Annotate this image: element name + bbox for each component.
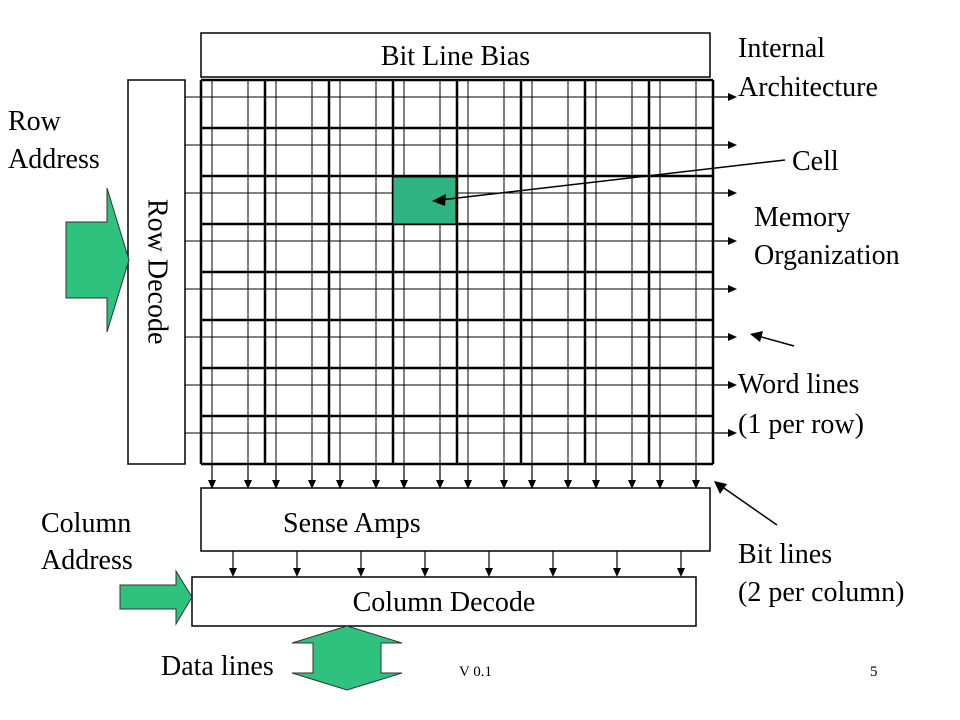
bit-line-arrowhead (528, 480, 536, 489)
column-decode-box (191, 576, 697, 627)
bit-line-arrowhead (208, 480, 216, 489)
sense-amp-arrowhead (677, 568, 685, 577)
word-lines-pointer (750, 331, 795, 347)
column-address-label-line2: Address (41, 545, 133, 576)
bit-line-arrows (208, 464, 700, 489)
word-lines-label-line2: (1 per row) (738, 409, 864, 440)
sense-amp-arrowhead (293, 568, 301, 577)
bit-line-arrowhead (592, 480, 600, 489)
sense-amp-arrowhead (229, 568, 237, 577)
column-decode-text: Column Decode (352, 587, 536, 618)
bit-line-arrowhead (272, 480, 280, 489)
sense-amp-arrowhead (485, 568, 493, 577)
bit-line-arrowhead (628, 480, 636, 489)
word-line-arrowhead (728, 285, 737, 293)
column-address-arrow (119, 569, 193, 626)
bit-line-arrowhead (372, 480, 380, 489)
memory-organization-label-line2: Organization (754, 240, 900, 271)
internal-architecture-label-line2: Architecture (738, 72, 878, 103)
bit-line-arrowhead (336, 480, 344, 489)
word-line-arrowhead (728, 237, 737, 245)
sense-amp-arrowhead (421, 568, 429, 577)
word-line-arrows (713, 93, 737, 437)
row-address-arrow (65, 187, 130, 333)
sense-amp-arrowhead (613, 568, 621, 577)
word-line-arrowhead (728, 189, 737, 197)
highlighted-cell (392, 176, 457, 225)
bit-line-arrowhead (436, 480, 444, 489)
bit-line-arrowhead (564, 480, 572, 489)
column-address-label-line1: Column (41, 508, 132, 539)
bit-line-bias-box (200, 32, 711, 78)
word-lines-label-line1: Word lines (738, 369, 860, 400)
bit-lines-label-line2: (2 per column) (738, 577, 905, 608)
bit-line-bias-text: Bit Line Bias (380, 41, 531, 72)
row-address-label-line2: Address (8, 144, 100, 175)
footer-version: V 0.1 (459, 664, 493, 680)
bit-line-arrowhead (308, 480, 316, 489)
bit-line-arrowhead (692, 480, 700, 489)
cell-label: Cell (792, 146, 839, 177)
word-line-arrowhead (728, 429, 737, 437)
internal-architecture-label-line1: Internal (738, 33, 826, 64)
data-lines-label: Data lines (161, 651, 274, 682)
bit-line-arrowhead (400, 480, 408, 489)
bit-lines-label-line1: Bit lines (738, 539, 833, 570)
sense-amp-arrowhead (549, 568, 557, 577)
sense-amp-output-arrows (229, 551, 685, 577)
bit-line-arrowhead (464, 480, 472, 489)
footer-page-number: 5 (870, 664, 878, 680)
sense-amp-arrowhead (357, 568, 365, 577)
word-line-arrowhead (728, 93, 737, 101)
memory-organization-label-line1: Memory (754, 202, 851, 233)
row-address-label-line1: Row (8, 106, 61, 137)
sense-amps-label: Sense Amps (283, 508, 421, 539)
sense-amps-box (200, 487, 711, 552)
row-decode-box (127, 79, 186, 465)
word-line-arrowhead (728, 333, 737, 341)
word-line-arrowhead (728, 381, 737, 389)
column-decode-label: Column Decode (192, 582, 696, 624)
word-line-arrowhead (728, 141, 737, 149)
bit-lines-pointer (714, 481, 778, 526)
bit-line-arrowhead (244, 480, 252, 489)
data-lines-arrow (291, 625, 403, 691)
cell-array-grid (199, 78, 715, 466)
bit-line-arrowhead (656, 480, 664, 489)
row-decode-outputs (185, 96, 201, 434)
bit-line-arrowhead (500, 480, 508, 489)
bit-line-bias-label: Bit Line Bias (201, 37, 710, 77)
row-decode-label: Row Decode (128, 80, 185, 464)
row-decode-text: Row Decode (141, 199, 173, 345)
cell-pointer (432, 159, 786, 206)
